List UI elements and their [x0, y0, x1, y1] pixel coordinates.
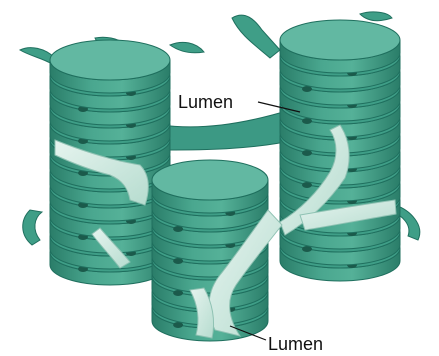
lumen-label-upper: Lumen — [178, 92, 233, 112]
lumen-label-lower: Lumen — [268, 334, 323, 354]
thylakoid-disc — [280, 20, 400, 73]
thylakoid-disc — [152, 160, 268, 213]
thylakoid-disc — [50, 40, 170, 93]
